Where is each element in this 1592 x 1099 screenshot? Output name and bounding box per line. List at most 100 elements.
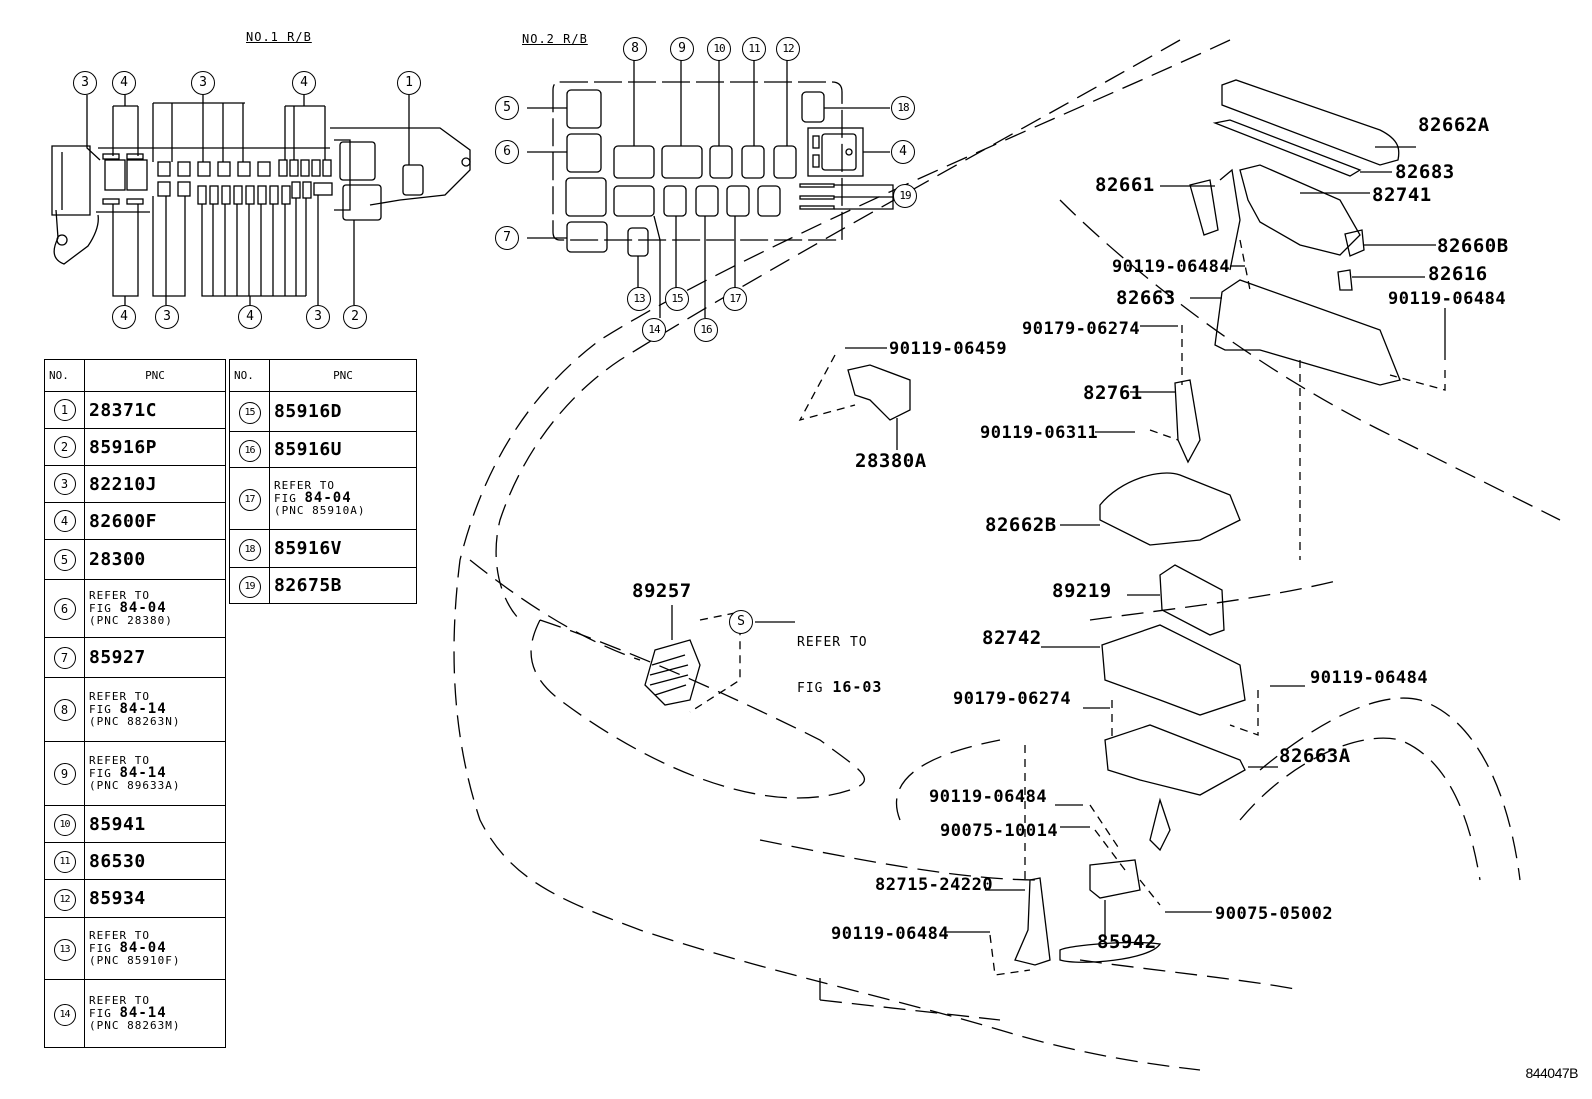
part-label[interactable]: 82660B [1437,235,1509,257]
callout-6[interactable]: 6 [495,140,519,164]
part-label[interactable]: 90119-06484 [929,787,1048,807]
part-label[interactable]: 82761 [1083,382,1143,404]
pnc-value[interactable]: 85916V [269,529,417,568]
fig-number[interactable]: 84-04 [119,940,167,956]
callout-3[interactable]: 3 [306,305,330,329]
part-label[interactable]: 82741 [1372,184,1432,206]
pnc-value[interactable]: 28371C [84,391,226,429]
part-label[interactable]: 90075-05002 [1215,904,1334,924]
pnc-value[interactable]: 82675B [269,567,417,604]
fig-number[interactable]: 84-04 [119,600,167,616]
part-label[interactable]: 90119-06484 [1310,668,1429,688]
pnc-value[interactable]: 86530 [84,842,226,880]
fig-number[interactable]: 84-04 [304,490,352,506]
fig-number[interactable]: 16-03 [832,678,883,696]
callout-17[interactable]: 17 [723,287,747,311]
part-label[interactable]: 82662B [985,514,1057,536]
part-label[interactable]: 89219 [1052,580,1112,602]
callout-8[interactable]: 8 [623,37,647,61]
part-label[interactable]: 82661 [1095,174,1155,196]
part-label[interactable]: 82616 [1428,263,1488,285]
part-label[interactable]: 90119-06459 [889,339,1008,359]
callout-3[interactable]: 3 [73,71,97,95]
part-label[interactable]: 28380A [855,450,927,472]
part-label[interactable]: 82663 [1116,287,1176,309]
callout-5[interactable]: 5 [495,96,519,120]
callout-19[interactable]: 19 [893,184,917,208]
callout-4[interactable]: 4 [112,71,136,95]
callout-9[interactable]: 9 [670,37,694,61]
callout-12[interactable]: 12 [776,37,800,61]
fig-number[interactable]: 84-14 [119,1005,167,1021]
part-label[interactable]: 90179-06274 [953,689,1072,709]
callout-4[interactable]: 4 [292,71,316,95]
callout-13[interactable]: 13 [627,287,651,311]
part-label[interactable]: 82683 [1395,161,1455,183]
part-label[interactable]: 82742 [982,627,1042,649]
callout-1[interactable]: 1 [397,71,421,95]
callout-4[interactable]: 4 [238,305,262,329]
part-label[interactable]: 85942 [1097,931,1157,953]
callout-3[interactable]: 3 [155,305,179,329]
callout-10[interactable]: 10 [707,37,731,61]
callout-2[interactable]: 2 [343,305,367,329]
fig-number[interactable]: 84-14 [119,701,167,717]
callout-4[interactable]: 4 [112,305,136,329]
part-label[interactable]: 82663A [1279,745,1351,767]
pnc-value[interactable]: 85916P [84,428,226,466]
pnc-value[interactable]: 28300 [84,539,226,580]
refer-to-fig-note[interactable]: REFER TO FIG 16-03 [797,605,882,711]
part-label[interactable]: 90119-06311 [980,423,1099,443]
pnc-value[interactable]: 85916D [269,391,417,432]
callout-14[interactable]: 14 [642,318,666,342]
callout-11[interactable]: 11 [742,37,766,61]
pnc-value[interactable]: 85941 [84,805,226,843]
part-label[interactable]: 90119-06484 [1112,257,1231,277]
part-label[interactable]: 90119-06484 [831,924,950,944]
pnc-value[interactable]: 85916U [269,431,417,468]
pnc-value[interactable]: 85927 [84,637,226,678]
part-label[interactable]: 82662A [1418,114,1490,136]
callout-18[interactable]: 18 [891,96,915,120]
callout-3[interactable]: 3 [191,71,215,95]
part-label[interactable]: 89257 [632,580,692,602]
pnc-value[interactable]: 82210J [84,465,226,503]
part-label[interactable]: 90075-10014 [940,821,1059,841]
callout-7[interactable]: 7 [495,226,519,250]
part-label[interactable]: 82715-24220 [875,875,994,895]
callout-s[interactable]: S [729,610,753,634]
callout-16[interactable]: 16 [694,318,718,342]
callout-15[interactable]: 15 [665,287,689,311]
fig-number[interactable]: 84-14 [119,765,167,781]
part-label[interactable]: 90179-06274 [1022,319,1141,339]
part-label[interactable]: 90119-06484 [1388,289,1507,309]
callout-4[interactable]: 4 [891,140,915,164]
pnc-value[interactable]: 85934 [84,879,226,918]
pnc-value[interactable]: 82600F [84,502,226,540]
